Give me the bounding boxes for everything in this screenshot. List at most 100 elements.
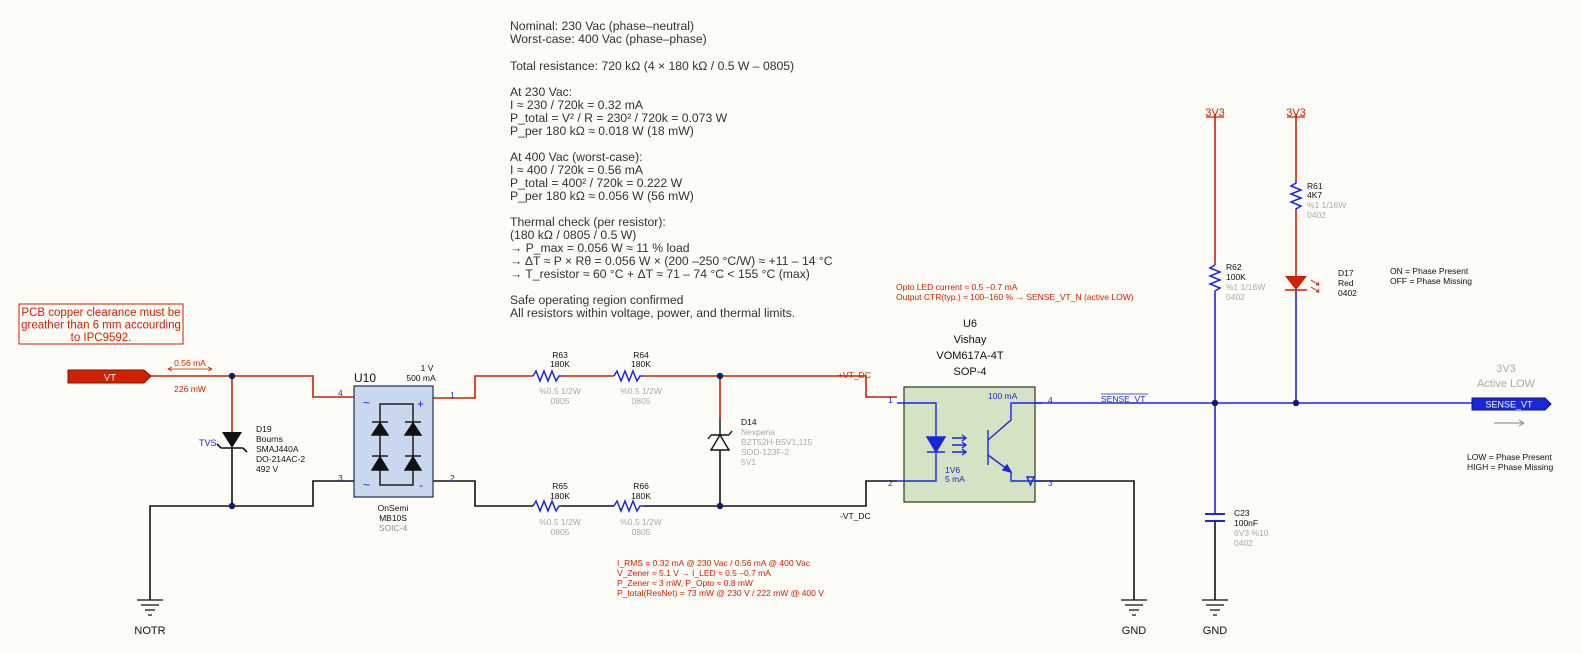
vt-power-label: 226 mW <box>174 384 206 394</box>
r66-ref: R66 <box>633 481 649 491</box>
net-label-vt-dc-neg: -VT_DC <box>840 511 871 521</box>
capacitor-icon <box>1205 513 1225 522</box>
ground-notr: NOTR <box>134 599 166 637</box>
led-d17[interactable]: D17 Red 0402 <box>1285 268 1357 298</box>
resistor-icon <box>532 498 561 514</box>
tvs-tag: TVS <box>199 438 217 448</box>
resistor-r63[interactable]: R63 180K %0.5 1/2W 0805 <box>532 350 581 406</box>
note-line-16: Thermal check (per resistor): <box>510 215 666 229</box>
d14-part: BZT52H-B5V1,115 <box>741 437 812 447</box>
wire-bridge-plus <box>433 375 533 399</box>
bridge-rectifier-u10[interactable]: U10 1 V 500 mA 4 3 1 2 ~ ~ + - OnSemi MB… <box>338 363 455 533</box>
sense-vt-output-port[interactable]: 3V3 Active LOW SENSE_VT <box>1471 363 1552 427</box>
u6-pin-leads-left <box>897 402 904 482</box>
u10-pin-2: 2 <box>450 473 455 483</box>
junction-dot <box>1211 399 1219 407</box>
junction-dot <box>716 502 724 510</box>
u6-led-voltage: 1V6 <box>945 465 960 475</box>
wire-vt-dc-neg <box>643 480 897 507</box>
output-legend-low: LOW = Phase Present <box>1467 452 1552 462</box>
calc-notes: I_RMS = 0.32 mA @ 230 Vac / 0.56 mA @ 40… <box>617 558 824 598</box>
u10-ac-symbol-bottom: ~ <box>363 478 370 492</box>
note-line-13: P_total = 400² / 720k = 0.222 W <box>510 176 683 190</box>
vt-input-port[interactable]: VT 0.56 mA 226 mW <box>67 358 213 394</box>
resistor-icon <box>1288 180 1304 210</box>
u10-pin-3: 3 <box>338 473 343 483</box>
r61-value: 4K7 <box>1307 190 1322 200</box>
r66-value: 180K <box>631 491 651 501</box>
wire-notr-return <box>149 480 354 600</box>
d19-ref: D19 <box>256 424 272 434</box>
net-label-vt-dc-pos: +VT_DC <box>838 370 871 380</box>
junction-dot <box>228 372 236 380</box>
r64-value: 180K <box>631 359 651 369</box>
note-line-11: At 400 Vac (worst-case): <box>510 150 643 164</box>
d14-voltage: 5V1 <box>741 457 756 467</box>
note-line-12: I ≈ 400 / 720k = 0.56 mA <box>510 163 644 177</box>
clearance-dimension-arrow <box>167 366 213 372</box>
sense-vt-net-text: SENSE_VT <box>1101 394 1145 404</box>
ground-label-gnd: GND <box>1203 625 1228 637</box>
vt-current-label: 0.56 mA <box>174 358 206 368</box>
rail-label: 3V3 <box>1286 107 1306 119</box>
u6-mfr: Vishay <box>954 334 987 346</box>
tvs-cathode-bar <box>216 443 248 453</box>
tvs-diode-d19[interactable]: TVS D19 Bourns SMAJ440A DO-214AC-2 492 V <box>199 424 305 474</box>
calc-note-line-3: P_Zener ≈ 3 mW, P_Opto ≈ 0.8 mW <box>617 578 753 588</box>
led-legend: ON = Phase Present OFF = Phase Missing <box>1390 266 1472 286</box>
ground-icon <box>137 599 163 616</box>
u6-pin-4: 4 <box>1048 395 1053 405</box>
d19-pkg: DO-214AC-2 <box>256 454 305 464</box>
u6-led-current: 5 mA <box>945 474 965 484</box>
opto-note-line-2: Output CTR(typ.) ≈ 100–160 % → SENSE_VT_… <box>896 292 1134 302</box>
power-rail-3v3-right[interactable]: 3V3 <box>1286 107 1306 119</box>
opto-notes: Opto LED current ≈ 0.5 –0.7 mA Output CT… <box>896 282 1134 302</box>
output-mode-label: Active LOW <box>1477 378 1536 390</box>
junctions <box>228 372 1300 510</box>
opto-led-icon <box>904 402 968 482</box>
note-line-9: P_per 180 kΩ ≈ 0.018 W (18 mW) <box>510 124 694 138</box>
r62-package: 0402 <box>1226 292 1245 302</box>
u10-ac-symbol-top: ~ <box>363 396 370 410</box>
net-label-sense-vt: SENSE_VT <box>1101 393 1148 404</box>
tvs-symbol-icon <box>222 432 242 448</box>
output-legend-high: HIGH = Phase Missing <box>1467 462 1553 472</box>
clearance-line-3: to IPC9592. <box>71 332 132 344</box>
r63-package: 0805 <box>551 396 570 406</box>
u10-rating-voltage: 1 V <box>421 363 434 373</box>
note-line-6: At 230 Vac: <box>510 85 572 99</box>
resistor-r64[interactable]: R64 180K %0.5 1/2W 0805 <box>613 350 662 406</box>
ground-label-notr: NOTR <box>134 625 165 637</box>
optocoupler-u6[interactable]: U6 Vishay VOM617A-4T SOP-4 1 2 4 3 100 m… <box>888 318 1053 503</box>
resistor-icon <box>1207 264 1223 293</box>
note-line-2: Worst-case: 400 Vac (phase–phase) <box>510 32 707 46</box>
r66-tolerance: %0.5 1/2W <box>620 517 662 527</box>
clearance-line-2: greather than 6 mm accourding <box>21 320 181 332</box>
u6-body <box>903 386 1036 503</box>
ground-label-gnd: GND <box>1122 625 1147 637</box>
vt-port-flag <box>67 369 152 384</box>
resistor-r62[interactable]: R62 100K %1 1/16W 0402 <box>1207 262 1265 302</box>
note-line-4: Total resistance: 720 kΩ (4 × 180 kΩ / 0… <box>510 59 794 73</box>
led-legend-on: ON = Phase Present <box>1390 266 1469 276</box>
direction-arrow-icon <box>1494 419 1525 427</box>
power-rail-3v3-left[interactable]: 3V3 <box>1205 107 1225 119</box>
r63-value: 180K <box>550 359 570 369</box>
note-line-1: Nominal: 230 Vac (phase–neutral) <box>510 19 694 33</box>
resistor-r65[interactable]: R65 180K %0.5 1/2W 0805 <box>532 481 581 537</box>
note-line-23: All resistors within voltage, power, and… <box>510 306 795 320</box>
calc-note-line-2: V_Zener ≈ 5.1 V → I_LED ≈ 0.5 –0.7 mA <box>617 568 771 578</box>
capacitor-c23[interactable]: C23 100nF 6V3 %10 0402 <box>1205 508 1269 548</box>
clearance-note-border <box>18 303 184 345</box>
zener-cathode-bar <box>707 418 733 440</box>
resistor-r66[interactable]: R66 180K %0.5 1/2W 0805 <box>613 481 662 537</box>
led-legend-off: OFF = Phase Missing <box>1390 276 1472 286</box>
zener-diode-d14[interactable]: D14 Nexperia BZT52H-B5V1,115 SOD-123F-2 … <box>707 417 812 467</box>
resistor-icon <box>532 368 561 384</box>
resistor-icon <box>613 498 643 514</box>
opto-transistor-icon <box>987 402 1036 487</box>
opto-note-line-1: Opto LED current ≈ 0.5 –0.7 mA <box>896 282 1018 292</box>
resistor-r61[interactable]: R61 4K7 %1 1/16W 0402 <box>1288 180 1346 220</box>
u10-body <box>353 385 434 498</box>
